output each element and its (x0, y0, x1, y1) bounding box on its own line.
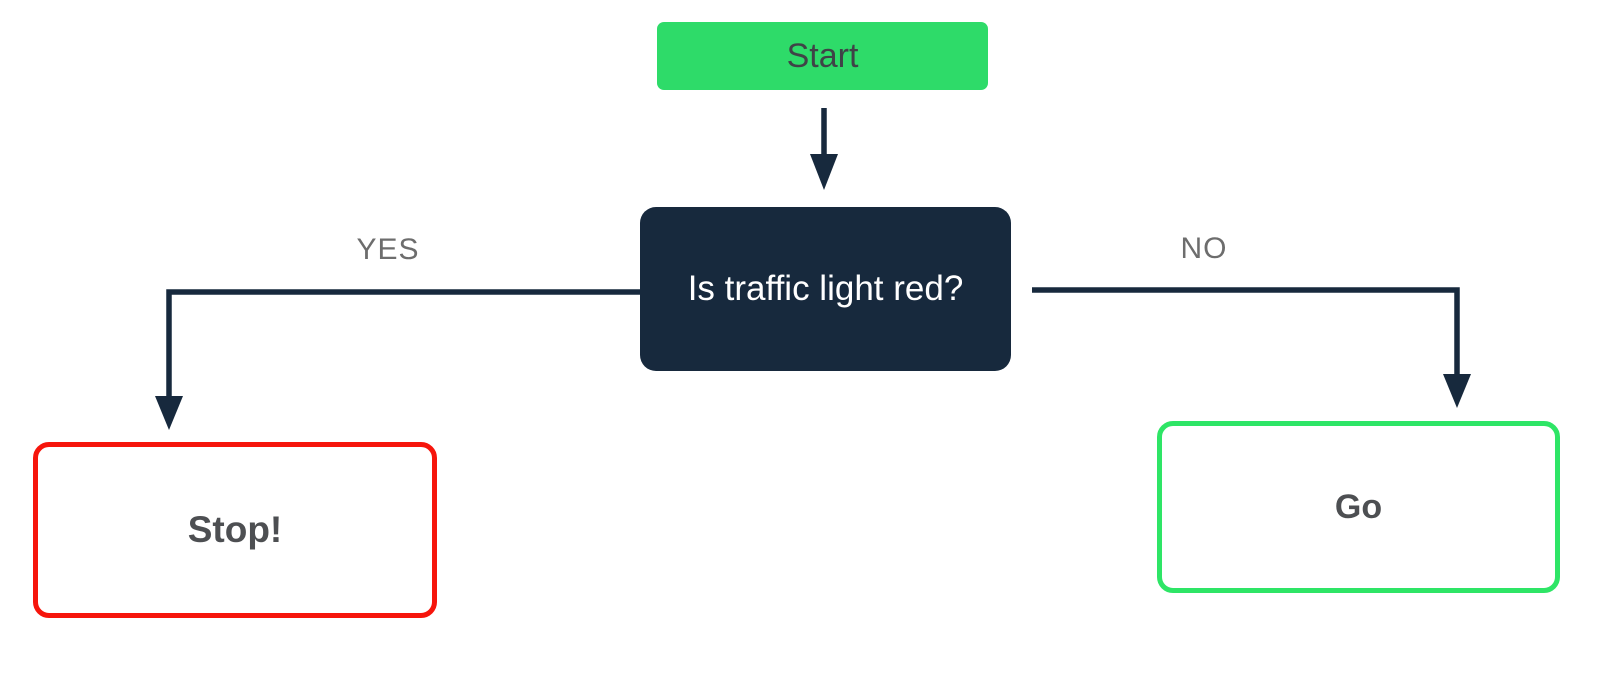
edge-question-to-go-line (1032, 287, 1460, 376)
node-question: Is traffic light red? (640, 207, 1011, 371)
edge-question-to-stop-line (166, 289, 640, 398)
node-start: Start (657, 22, 988, 90)
node-stop: Stop! (33, 442, 437, 618)
edge-label-no: NO (1180, 232, 1228, 265)
node-go: Go (1157, 421, 1560, 593)
edge-label-yes: YES (356, 233, 420, 266)
arrowhead-down-icon (1443, 374, 1471, 408)
node-stop-label: Stop! (187, 509, 283, 550)
node-start-label: Start (786, 36, 859, 75)
node-go-label: Go (1334, 487, 1383, 526)
node-question-label: Is traffic light red? (687, 269, 964, 308)
arrowhead-down-icon (155, 396, 183, 430)
arrowhead-down-icon (810, 154, 838, 190)
